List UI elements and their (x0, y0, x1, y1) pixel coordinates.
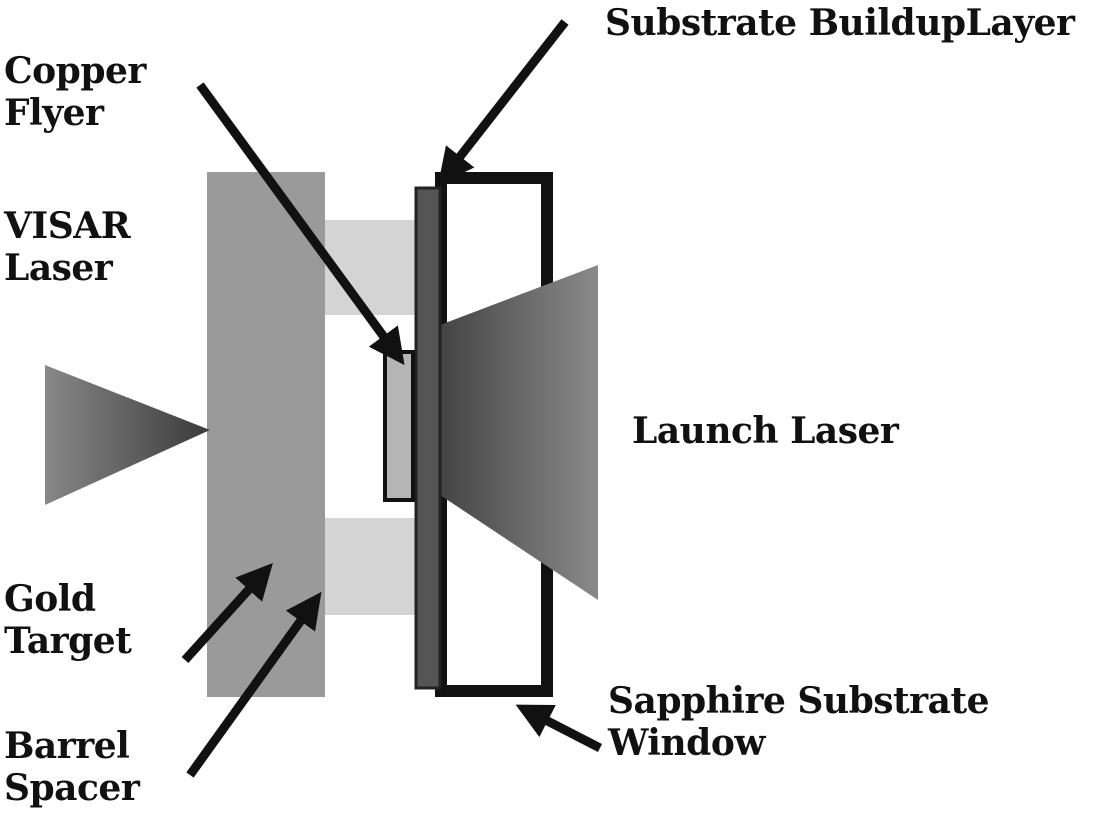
barrel-spacer-label-line1: Barrel (4, 725, 130, 767)
barrel-spacer-bottom (325, 518, 417, 615)
sapphire-window-label: Sapphire Substrate Window (608, 680, 990, 764)
barrel-spacer-label-line2: Spacer (4, 767, 140, 809)
gold-target-arrow (181, 562, 273, 664)
gold-target-label-line2: Target (4, 620, 132, 662)
barrel-spacer-arrow (186, 591, 322, 778)
copper-flyer-label-line1: Copper (4, 50, 146, 92)
substrate-buildup-layer (414, 186, 442, 690)
launch-laser-beam (440, 265, 598, 600)
copper-flyer-label: Copper Flyer (4, 50, 146, 134)
copper-flyer-arrow (196, 82, 405, 366)
sapphire-window-arrow (515, 704, 603, 753)
copper-flyer-label-line2: Flyer (4, 92, 104, 134)
visar-laser-label: VISAR Laser (4, 205, 131, 289)
gold-target-label: Gold Target (4, 578, 132, 662)
barrel-spacer-top (325, 220, 417, 315)
sapphire-window-label-line1: Sapphire Substrate (608, 680, 990, 722)
sapphire-window-label-line2: Window (608, 722, 765, 764)
visar-laser-beam (45, 365, 210, 505)
launch-laser-label: Launch Laser (632, 410, 899, 452)
copper-flyer (383, 350, 415, 502)
gold-target-label-line1: Gold (4, 578, 96, 620)
substrate-buildup-arrow (438, 19, 569, 185)
visar-laser-label-line2: Laser (4, 247, 113, 289)
visar-laser-label-line1: VISAR (4, 205, 131, 247)
barrel-spacer-label: Barrel Spacer (4, 725, 140, 809)
substrate-buildup-label: Substrate BuildupLayer (605, 2, 1075, 44)
